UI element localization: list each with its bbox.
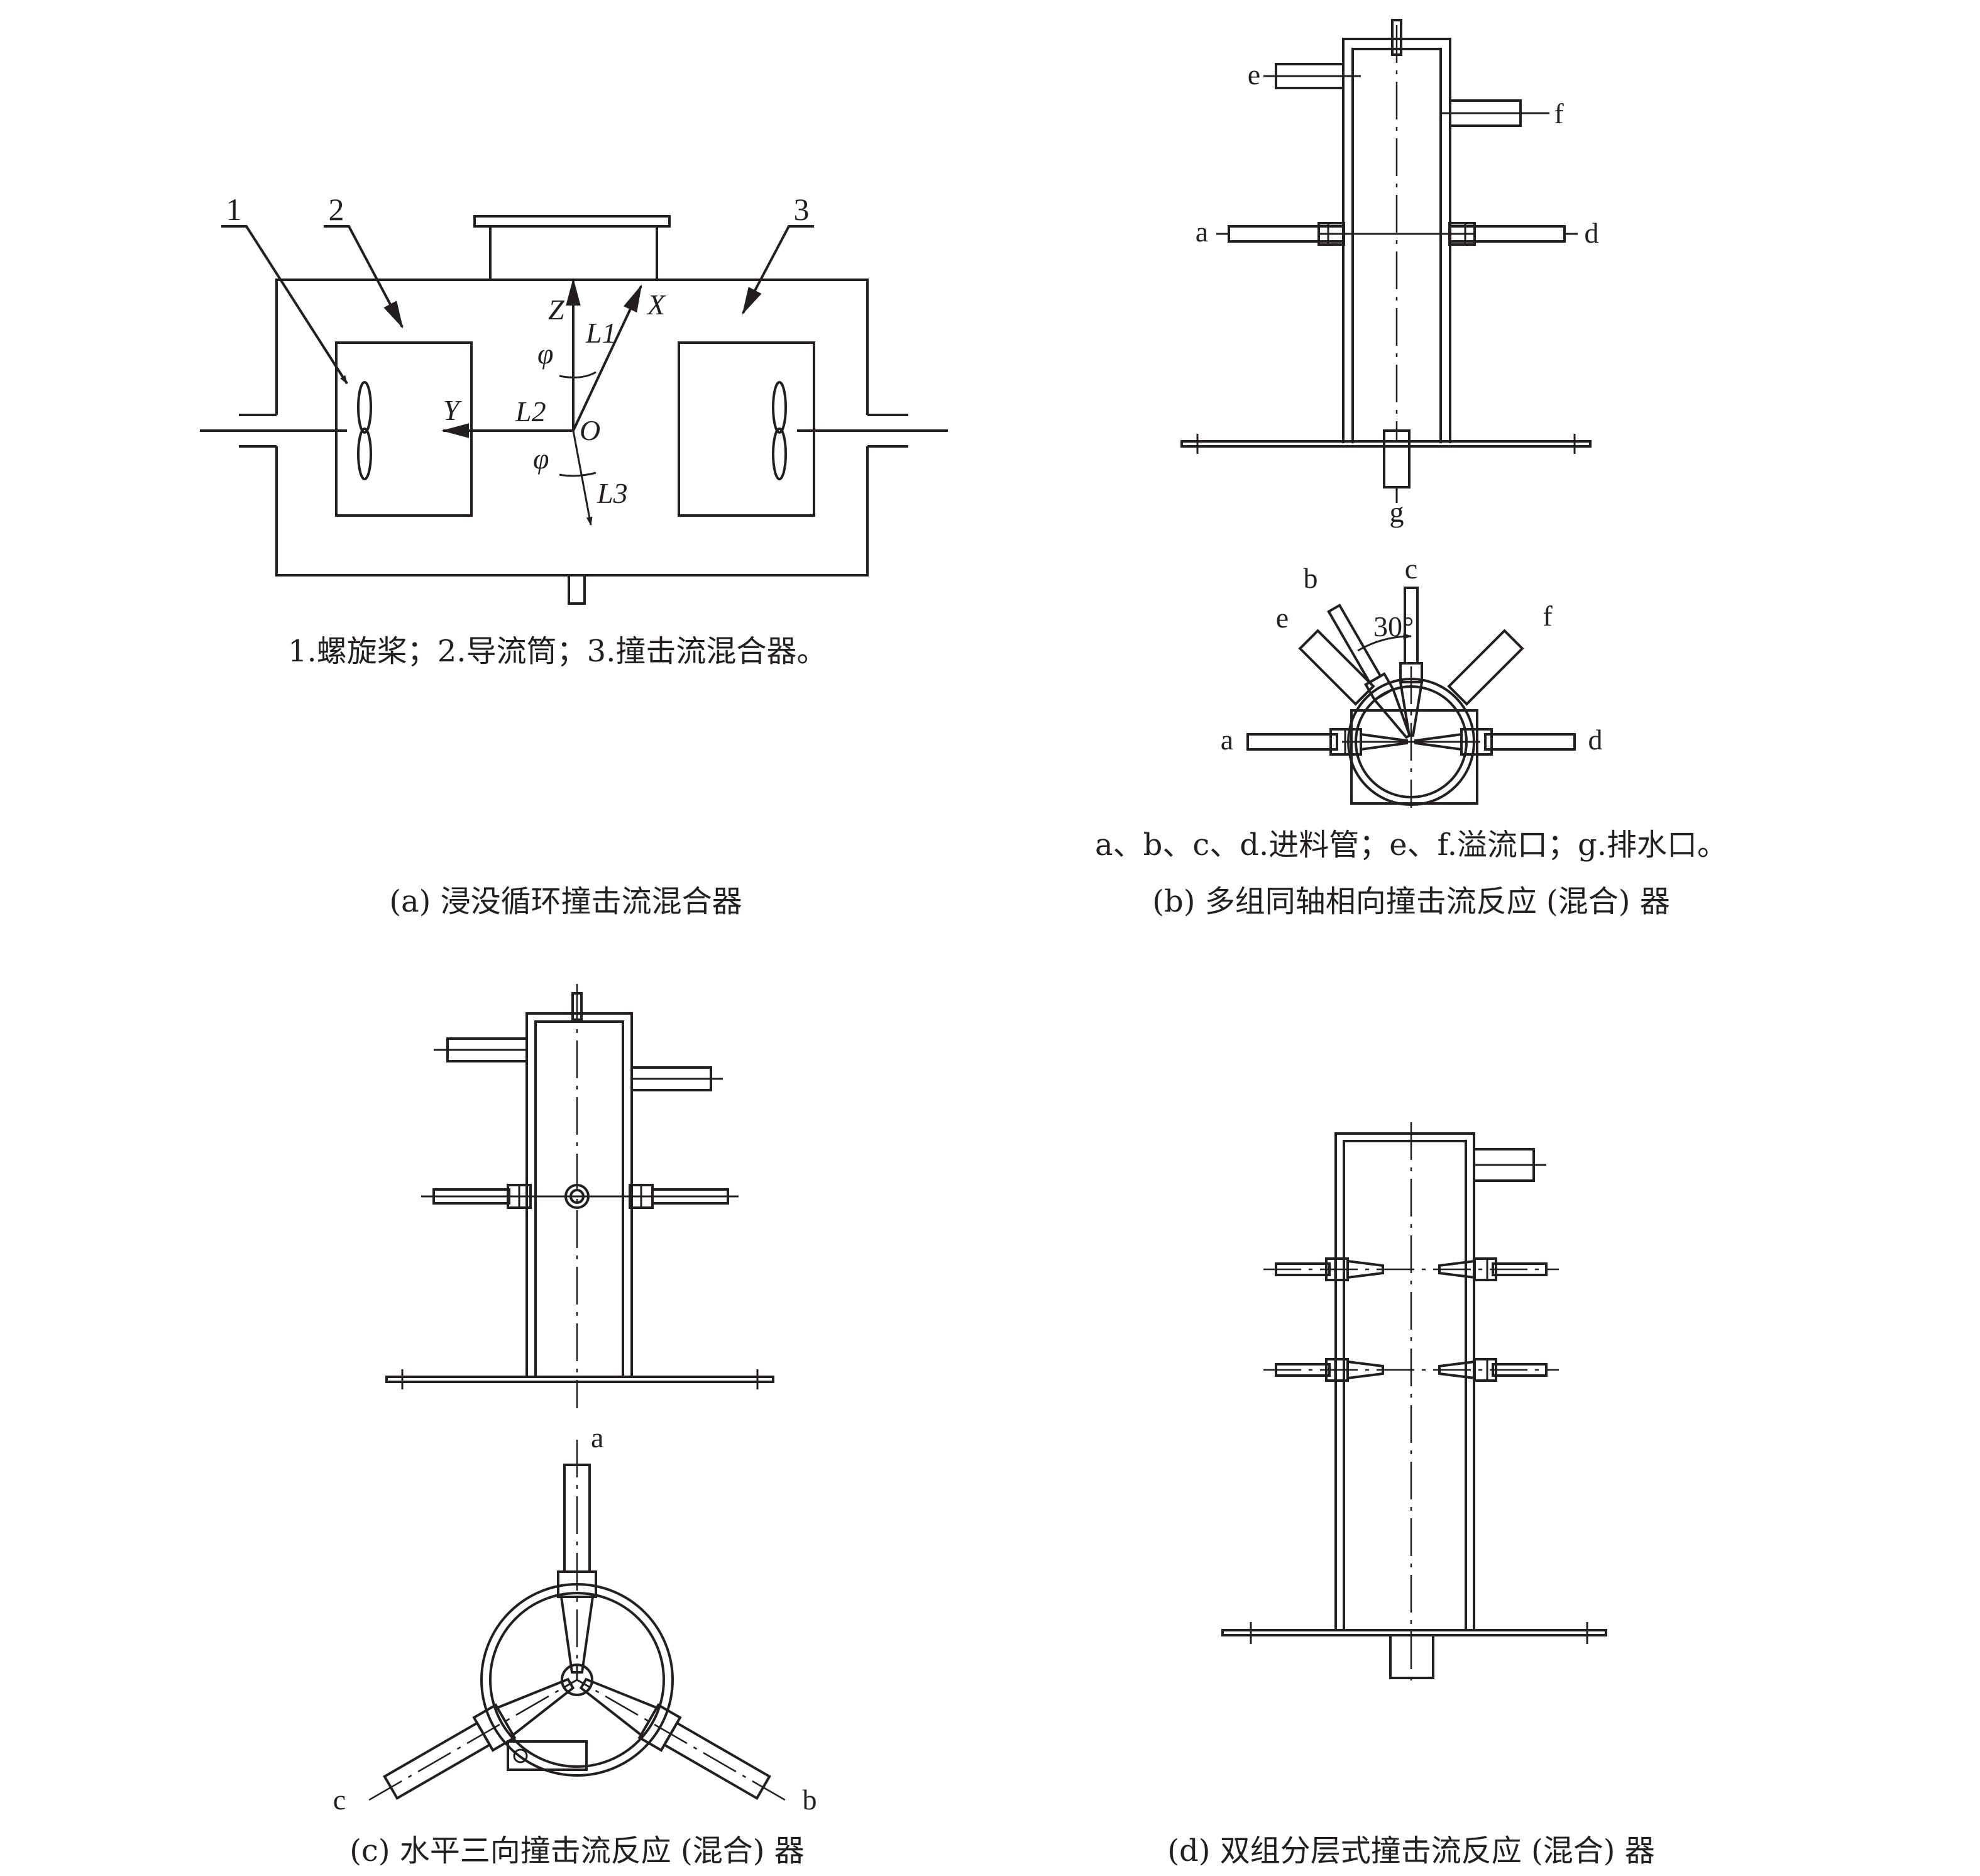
label-g-side: g bbox=[1390, 496, 1404, 528]
axis-z-label: Z bbox=[548, 294, 564, 326]
label-c-top: c bbox=[1405, 553, 1417, 585]
label-f-top: f bbox=[1543, 600, 1553, 632]
label-c-c: c bbox=[333, 1784, 346, 1816]
label-e-side: e bbox=[1248, 58, 1260, 91]
label-e-top: e bbox=[1276, 602, 1289, 634]
guide-tube-right bbox=[678, 341, 815, 517]
panel-d-caption: (d) 双组分层式撞击流反应 (混合) 器 bbox=[1167, 1833, 1654, 1868]
label-d-top: d bbox=[1588, 724, 1603, 756]
part-number-3: 3 bbox=[794, 192, 810, 227]
panel-c-caption: (c) 水平三向撞击流反应 (混合) 器 bbox=[349, 1833, 805, 1868]
axis-x-label: X bbox=[646, 289, 666, 321]
panel-b-caption: (b) 多组同轴相向撞击流反应 (混合) 器 bbox=[1152, 884, 1669, 919]
label-a-side: a bbox=[1196, 216, 1208, 248]
panel-b-legend: a、b、c、d.进料管；e、f.溢流口；g.排水口。 bbox=[1095, 827, 1727, 863]
nozzle-row-upper bbox=[1263, 1257, 1559, 1281]
label-a-top: a bbox=[1221, 724, 1233, 756]
angle-30-label: 30° bbox=[1373, 610, 1414, 643]
label-b-c: b bbox=[803, 1784, 817, 1816]
propeller-left-icon bbox=[357, 381, 372, 480]
guide-tube-left bbox=[335, 341, 473, 517]
label-b-top: b bbox=[1304, 562, 1318, 594]
label-a-c: a bbox=[591, 1421, 603, 1454]
panel-d-diagram bbox=[1221, 1122, 1607, 1682]
part-number-1: 1 bbox=[226, 192, 242, 227]
angle-phi-lower: φ bbox=[533, 443, 549, 475]
origin-label: O bbox=[580, 414, 600, 446]
label-d-side: d bbox=[1585, 217, 1599, 249]
line-l2-label: L2 bbox=[515, 395, 546, 428]
panel-c-side-view bbox=[385, 984, 774, 1408]
panel-a-diagram: 1 2 3 Z X Y O L1 L2 L3 φ φ bbox=[200, 192, 948, 605]
propeller-right-icon bbox=[772, 381, 787, 480]
angle-phi-upper: φ bbox=[537, 338, 553, 370]
part-number-2: 2 bbox=[329, 192, 344, 227]
label-f-side: f bbox=[1554, 97, 1564, 130]
panel-a-caption: (a) 浸没循环撞击流混合器 bbox=[389, 884, 742, 919]
panel-b-side-view: e f a d g bbox=[1180, 19, 1599, 528]
panel-c-top-view: a b c bbox=[333, 1421, 817, 1816]
axis-y-label: Y bbox=[443, 394, 462, 426]
panel-a-legend: 1.螺旋桨；2.导流筒；3.撞击流混合器。 bbox=[288, 634, 827, 669]
line-l3-label: L3 bbox=[597, 477, 628, 509]
nozzle-row-lower bbox=[1263, 1358, 1559, 1382]
line-l1-label: L1 bbox=[585, 317, 617, 349]
panel-b-top-view: 30° a b c d e f bbox=[1221, 553, 1603, 808]
